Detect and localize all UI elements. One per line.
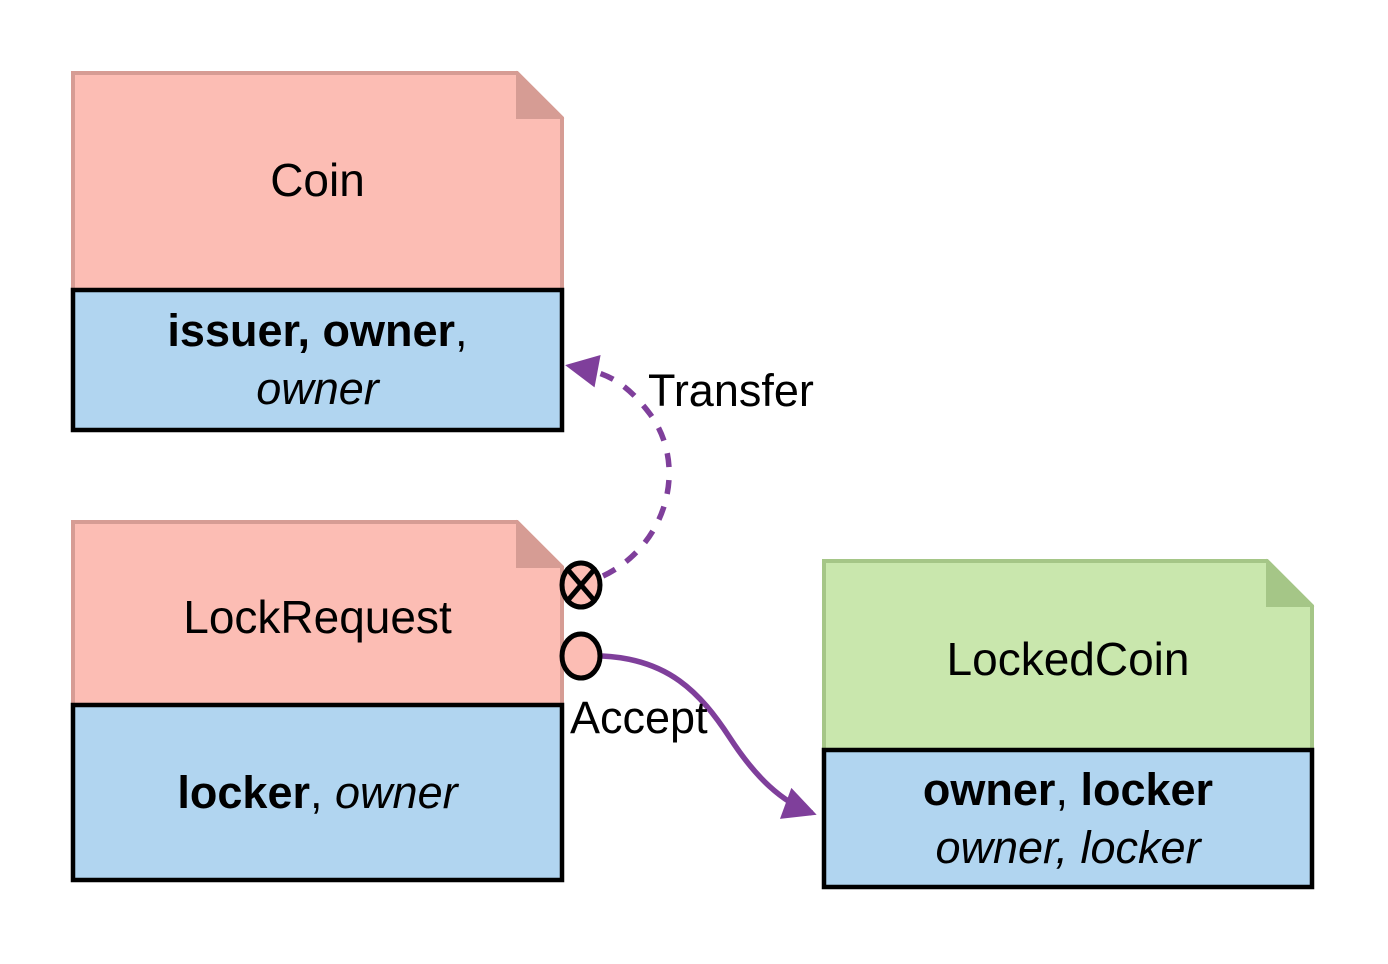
- circle-cross-stroke-2: [565, 566, 597, 604]
- lockedcoin-parties-shape: [821, 747, 1315, 890]
- transfer-edge-arrow: [565, 354, 672, 579]
- circle-icon: [559, 631, 603, 681]
- lockrequest-note-header-shape: [71, 520, 564, 707]
- coin-parties-shape: [70, 287, 565, 433]
- lockedcoin-note-fold-icon: [1266, 558, 1315, 607]
- coin-note-header-shape: [71, 71, 564, 292]
- lockedcoin-note-header-shape: [822, 559, 1314, 752]
- lockrequest-parties-shape: [70, 702, 565, 883]
- lockrequest-note-fold-icon: [516, 519, 565, 568]
- coin-note-fold-icon: [516, 70, 565, 119]
- accept-edge-arrow: [601, 653, 817, 819]
